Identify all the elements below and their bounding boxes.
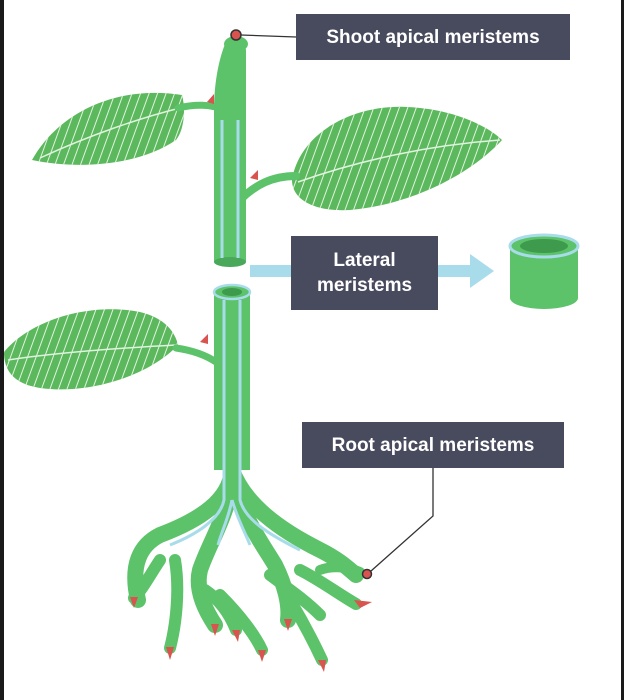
lower-plant: [4, 283, 434, 672]
leaf-upper-right: [236, 106, 502, 211]
lateral-label-line2: meristems: [316, 275, 413, 296]
leaf-upper-left: [32, 92, 230, 165]
bud-tip-upper: [207, 94, 214, 104]
lateral-label-line1: Lateral: [333, 250, 396, 271]
shoot-apical-leader-line: [240, 34, 297, 38]
root-apical-meristems-label: Root apical meristems: [302, 422, 564, 468]
lateral-arrow: [250, 254, 494, 288]
root-apical-marker: [361, 568, 373, 580]
left-frame-border: [0, 0, 4, 700]
upper-shoot: [32, 29, 502, 267]
shoot-apical-marker: [230, 29, 242, 41]
shoot-apical-meristems-label: Shoot apical meristems: [296, 14, 570, 60]
upper-stem: [214, 40, 246, 262]
root-system: [127, 462, 365, 666]
cylinder-section-icon: [508, 233, 580, 309]
root-apical-leader-line: [370, 468, 434, 572]
lower-stem: [214, 292, 250, 470]
root-tips: [130, 597, 372, 672]
leaf-lower-left: [4, 309, 220, 390]
right-frame-border: [621, 0, 624, 700]
lateral-meristems-label: Lateral meristems: [291, 236, 438, 310]
vascular-tissue: [169, 300, 301, 552]
bud-tip-middle: [250, 170, 258, 180]
